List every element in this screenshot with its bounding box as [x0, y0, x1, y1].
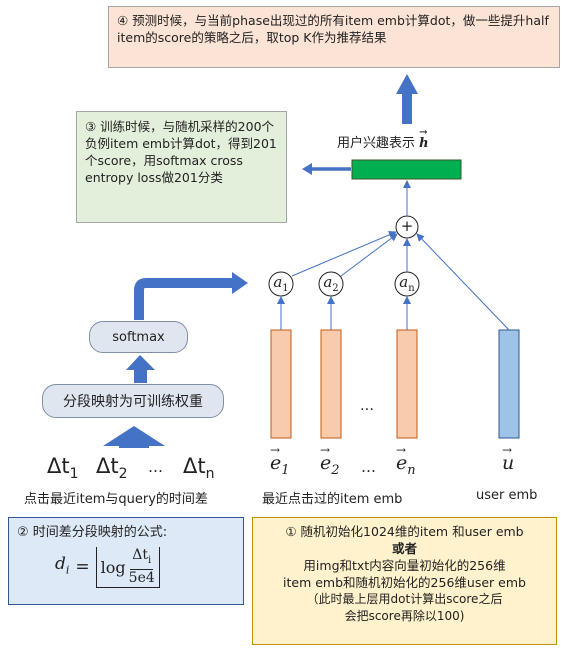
item-emb-base-1: e [270, 452, 282, 474]
formula-floor: log Δti 5e4 [95, 547, 160, 588]
formula-numerator: Δti [130, 547, 154, 570]
time-delta-sub-n: n [205, 466, 215, 483]
formula-equals: = [75, 557, 90, 577]
segment-mapping-node: 分段映射为可训练权重 [42, 384, 224, 418]
init-note-line-6: 会把score再除以100) [344, 609, 465, 623]
formula-lhs: di [55, 556, 69, 578]
time-delta-n: Δtn [183, 454, 214, 482]
attention-sub-2: 2 [332, 283, 339, 294]
thick-arrow-seg-soft-head [126, 355, 155, 370]
time-delta-caption: 点击最近item与query的时间差 [24, 492, 208, 507]
thick-arrow-up-head [396, 74, 418, 94]
user-interest-text: 用户兴趣表示 [337, 136, 416, 151]
item-emb-bar-2 [320, 329, 342, 439]
item-emb-sub-2: 2 [331, 462, 340, 478]
training-note-text: ③ 训练时候，与随机采样的200个负例item emb计算dot，得到201个s… [85, 119, 277, 185]
time-delta-ellipsis: … [148, 458, 163, 476]
time-delta-sub-1: 1 [69, 466, 79, 483]
user-interest-symbol: →h [419, 127, 429, 151]
user-emb-bar [498, 329, 520, 439]
user-emb-symbol: u [502, 452, 515, 474]
time-delta-sub-2: 2 [118, 466, 128, 483]
arrow-a2-sum [340, 233, 398, 277]
training-note-box: ③ 训练时候，与随机采样的200个负例item emb计算dot，得到201个s… [76, 111, 287, 223]
item-emb-base-2: e [320, 452, 332, 474]
user-interest-label: 用户兴趣表示 →h [337, 127, 429, 151]
item-emb-caption: 最近点击过的item emb [262, 492, 403, 507]
init-note-line-5: （此时最上层用dot计算出score之后 [306, 592, 503, 606]
item-emb-vector-n: →en [396, 443, 416, 478]
curved-arrow-head [232, 272, 248, 294]
prediction-note-text: ④ 预测时候，与当前phase出现过的所有item emb计算dot，做一些提升… [117, 13, 549, 45]
time-delta-2: Δt2 [96, 454, 128, 482]
formula-fraction: Δti 5e4 [129, 547, 155, 587]
thick-arrow-dt-shaft [119, 438, 149, 448]
formula-lhs-d: d [55, 554, 66, 575]
init-note-line-2: 或者 [391, 541, 417, 556]
segment-mapping-label: 分段映射为可训练权重 [63, 394, 203, 410]
time-delta-base-n: Δt [183, 454, 206, 478]
init-note-line-4: item emb和随机初始化的256维user emb [283, 575, 526, 590]
thick-arrow-up-shaft [402, 92, 412, 124]
user-emb-caption: user emb [476, 488, 538, 503]
time-delta-base-1: Δt [47, 454, 70, 478]
time-delta-1: Δt1 [47, 454, 79, 482]
user-interest-h: h [419, 136, 429, 151]
item-emb-vector-2: →e2 [320, 443, 340, 478]
formula-lhs-sub: i [65, 563, 70, 577]
item-emb-sub-n: n [407, 462, 416, 478]
item-emb-vector-1: →e1 [270, 443, 290, 478]
user-emb-vector: →u [502, 443, 515, 474]
curved-arrow-softmax-attention [134, 278, 234, 320]
attention-base-2: a [323, 273, 333, 291]
formula: di = log Δti 5e4 [55, 547, 235, 588]
sum-symbol: + [400, 217, 414, 235]
formula-note-box: ② 时间差分段映射的公式: di = log Δti 5e4 [8, 517, 244, 605]
embedding-init-note-box: ① 随机初始化1024维的item 和user emb 或者 用img和txt内… [252, 517, 557, 645]
formula-num-sub: i [148, 554, 152, 566]
attention-sub-1: 1 [282, 283, 289, 294]
item-emb-bar-1 [270, 329, 292, 439]
formula-num-dt: Δt [132, 547, 148, 564]
arrow-u-sum [416, 233, 510, 331]
formula-title: ② 时间差分段映射的公式: [17, 525, 168, 540]
item-emb-bar-n [396, 329, 418, 439]
attention-label-1: a1 [269, 273, 293, 294]
formula-denominator: 5e4 [128, 569, 155, 586]
init-note-line-3: 用img和txt内容向量初始化的256维 [303, 558, 506, 573]
thick-arrow-left-head [302, 163, 312, 175]
user-interest-bar [351, 159, 462, 180]
attention-base-1: a [273, 273, 283, 291]
item-emb-base-n: e [396, 452, 408, 474]
init-note-line-1: ① 随机初始化1024维的item 和user emb [285, 524, 524, 539]
attention-label-n: an [395, 273, 419, 294]
arrow-a1-sum [291, 231, 397, 277]
item-bars-ellipsis: … [360, 398, 374, 414]
softmax-label: softmax [112, 329, 165, 345]
attention-label-2: a2 [319, 273, 343, 294]
softmax-node: softmax [89, 321, 188, 353]
item-emb-ellipsis: … [361, 458, 376, 476]
thick-arrow-seg-soft-shaft [134, 368, 147, 383]
formula-log: log [100, 557, 126, 577]
attention-base-n: a [399, 273, 409, 291]
thick-arrow-dt-segmap [103, 426, 165, 446]
attention-sub-n: n [408, 283, 415, 294]
prediction-note-box: ④ 预测时候，与当前phase出现过的所有item emb计算dot，做一些提升… [108, 6, 560, 68]
item-emb-sub-1: 1 [281, 462, 290, 478]
time-delta-base-2: Δt [96, 454, 119, 478]
